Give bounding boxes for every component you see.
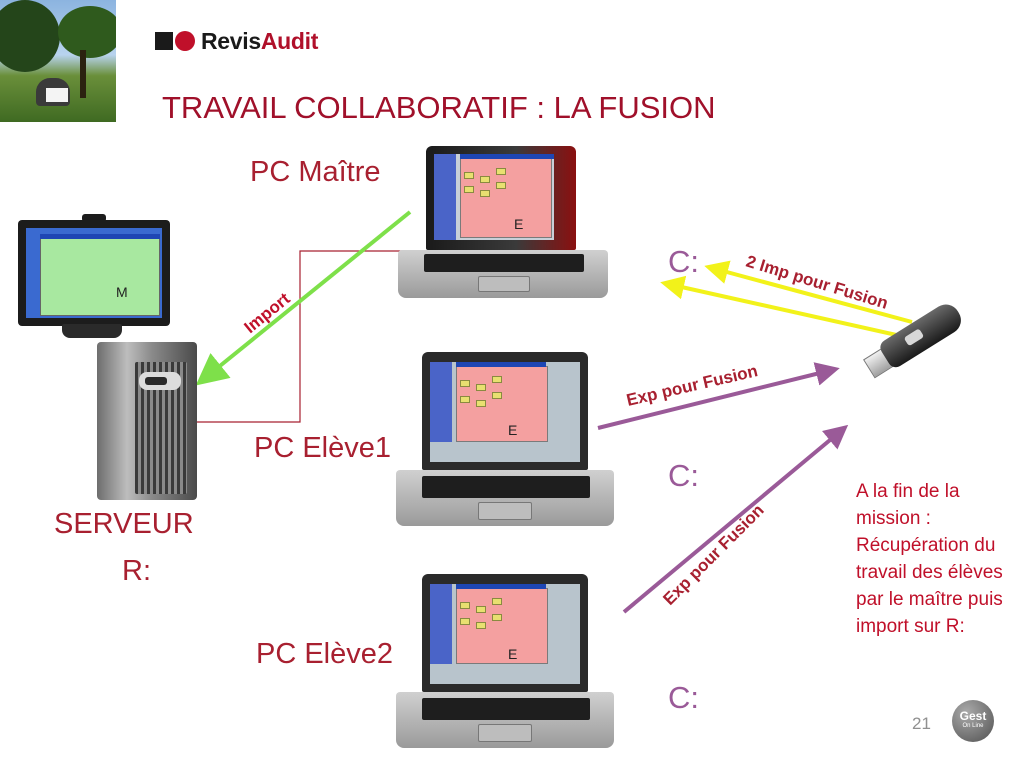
badge-line1: Gest <box>959 709 987 723</box>
exp-fusion-arrow-2 <box>622 424 849 614</box>
server-label: SERVEUR <box>54 508 194 540</box>
server-drive-label: R: <box>122 555 151 587</box>
exp-fusion-arrow-1 <box>597 362 840 430</box>
server-tower-icon <box>97 342 197 500</box>
pc-master-laptop-icon: E <box>398 146 608 300</box>
pc-master-label: PC Maître <box>250 156 381 188</box>
gest-online-logo: Gest On Line <box>952 700 994 742</box>
pc-student1-label: PC Elève1 <box>254 432 392 464</box>
pc-student2-laptop-icon: E <box>390 574 620 750</box>
pc-student1-letter: E <box>508 422 518 438</box>
imp-fusion-arrow-2 <box>660 275 911 340</box>
pc-master-letter: E <box>514 216 524 232</box>
exp-fusion-label-2: Exp pour Fusion <box>659 501 767 609</box>
monitor-icon: M <box>18 214 170 326</box>
import-arrow <box>195 210 412 386</box>
exp-fusion-label-1: Exp pour Fusion <box>625 361 760 410</box>
logo-text-revis: Revis <box>201 27 261 54</box>
pc-student2-letter: E <box>508 646 518 662</box>
pc-student1-laptop-icon: E <box>390 352 620 528</box>
monitor-letter: M <box>116 284 128 300</box>
logo-text-audit: Audit <box>260 27 319 54</box>
imp-fusion-arrow-1 <box>704 260 913 324</box>
slide-title: TRAVAIL COLLABORATIF : LA FUSION <box>162 90 716 125</box>
conclusion-note: A la fin de la mission : Récupération du… <box>856 481 1003 637</box>
logo-square-icon <box>155 32 173 50</box>
pc-student1-drive: C: <box>668 458 699 493</box>
logo-dot-icon <box>175 31 195 51</box>
badge-line2: On Line <box>962 723 984 729</box>
page-number: 21 <box>912 714 931 733</box>
pc-master-drive: C: <box>668 244 699 279</box>
pc-student2-label: PC Elève2 <box>256 638 394 670</box>
monitor-stand <box>62 324 122 338</box>
header-photo <box>0 0 116 122</box>
pc-student2-drive: C: <box>668 680 699 715</box>
